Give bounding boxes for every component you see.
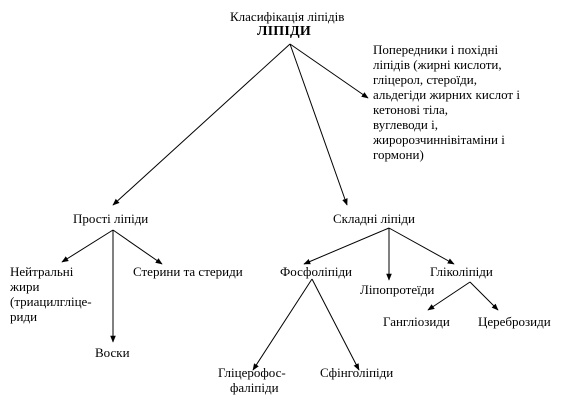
precursors-node: Попередники і похідні ліпідів (жирні кис…	[373, 42, 520, 162]
edge-glyco-cerebro	[469, 281, 499, 311]
edge-complex-phospho	[303, 227, 390, 265]
glycerophospholipids-node: Гліцерофос- фаліпіди	[218, 365, 286, 395]
diagram-title: Класифікація ліпідів	[230, 9, 345, 24]
edge-phospho-glycero	[252, 278, 313, 371]
edge-simple-sterols	[112, 229, 163, 265]
edge-root-simple	[112, 43, 291, 206]
lipoproteins-node: Ліпопротеїди	[360, 282, 435, 297]
gangliosides-node: Гангліозиди	[383, 314, 450, 329]
glycolipids-node: Гліколіпіди	[430, 264, 493, 279]
edge-complex-glyco	[388, 227, 455, 265]
neutral-fats-node: Нейтральні жири (триацилгліце- риди	[10, 264, 92, 324]
sterols-node: Стерини та стериди	[133, 264, 243, 279]
root-node-lipids: ЛІПІДИ	[257, 24, 311, 39]
precursors-line: кетонові тіла,	[373, 102, 449, 117]
edge-glyco-ganglio	[427, 281, 471, 311]
precursors-line: гормони)	[373, 147, 424, 162]
neutral-fats-line: (триацилгліце-	[10, 294, 92, 309]
neutral-fats-line: жири	[10, 279, 40, 294]
precursors-line: гліцерол, стероїди,	[373, 72, 477, 87]
complex-lipids-node: Складні ліпіди	[333, 211, 415, 226]
glycerophospholipids-line: Гліцерофос-	[218, 365, 286, 380]
edge-simple-neutral	[61, 229, 114, 263]
phospholipids-node: Фосфоліпіди	[280, 264, 353, 279]
precursors-line: ліпідів (жирні кислоти,	[373, 57, 502, 72]
edge-root-precursors	[289, 43, 369, 99]
glycerophospholipids-line: фаліпіди	[230, 380, 279, 395]
edge-root-complex	[289, 43, 348, 206]
edge-phospho-sphingo	[311, 278, 360, 371]
precursors-line: альдегіди жирних кислот і	[373, 87, 520, 102]
waxes-node: Воски	[95, 345, 130, 360]
precursors-line: вуглеводи і,	[373, 117, 438, 132]
precursors-line: жиророзчиннівітаміни і	[373, 132, 505, 147]
simple-lipids-node: Прості ліпіди	[73, 211, 149, 226]
neutral-fats-line: риди	[10, 309, 38, 324]
precursors-line: Попередники і похідні	[373, 42, 499, 57]
cerebrosides-node: Цереброзиди	[478, 314, 551, 329]
neutral-fats-line: Нейтральні	[10, 264, 74, 279]
sphingolipids-node: Сфінголіпіди	[320, 365, 394, 380]
